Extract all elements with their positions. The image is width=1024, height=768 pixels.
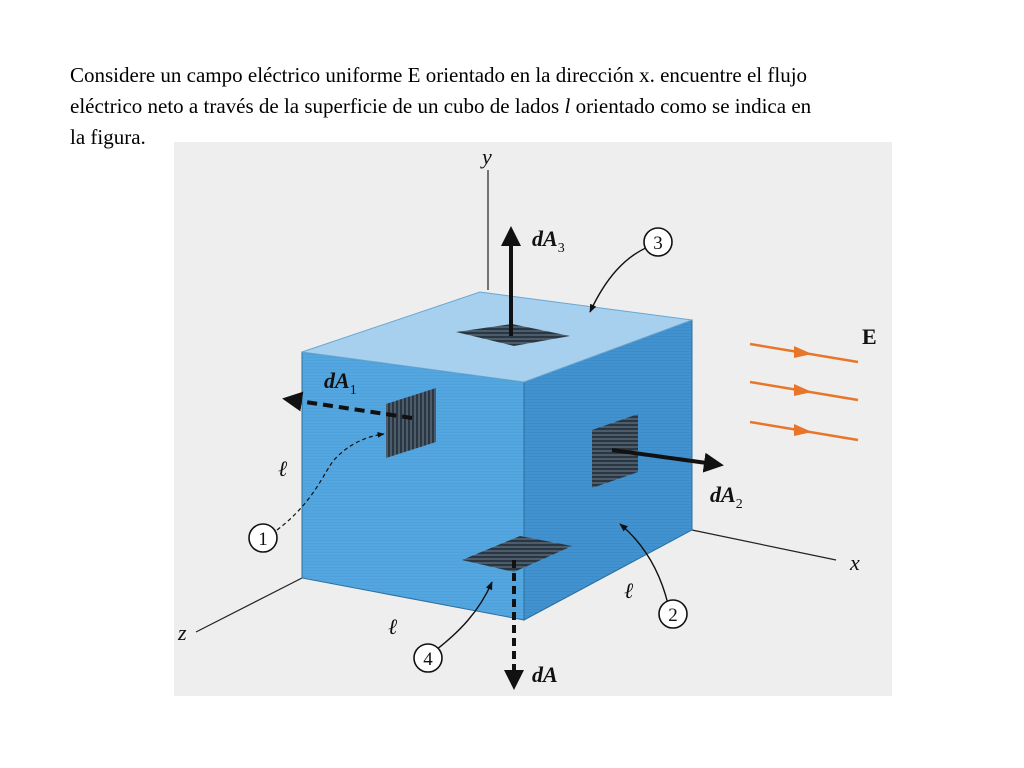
face-marker-1: 1 — [248, 523, 278, 553]
electric-field-arrows — [749, 342, 859, 442]
leader-face-4 — [435, 581, 493, 651]
dA1-label: dA1 — [324, 368, 357, 398]
side-length-label-bottom: ℓ — [388, 614, 398, 639]
field-arrowhead-1 — [794, 346, 812, 358]
leader-face-2 — [619, 523, 669, 605]
area-element-1 — [386, 388, 436, 458]
problem-line-2: eléctrico neto a través de la superficie… — [70, 91, 985, 122]
cube-flux-figure: 3 1 2 4 y x z E dA3 dA1 dA2 dA ℓ ℓ ℓ — [174, 142, 892, 696]
problem-line-1: Considere un campo eléctrico uniforme E … — [70, 63, 808, 87]
dA4-label: dA — [532, 662, 558, 687]
face-marker-2: 2 — [658, 599, 688, 629]
problem-line-2-end: orientado como se indica en — [570, 94, 812, 118]
leader-face-1 — [276, 432, 385, 531]
y-axis-label: y — [480, 144, 492, 169]
side-length-variable: l — [564, 94, 571, 118]
z-axis-label: z — [177, 620, 187, 645]
normal-vector-dA2 — [611, 448, 724, 473]
dA2-label: dA2 — [710, 482, 743, 512]
face-number-3: 3 — [653, 233, 663, 254]
field-arrowhead-3 — [794, 424, 812, 436]
electric-field-label: E — [862, 324, 877, 349]
problem-statement: Considere un campo eléctrico uniforme E … — [70, 60, 985, 153]
area-element-4 — [462, 536, 572, 572]
face-marker-4: 4 — [413, 643, 443, 673]
face-number-1: 1 — [258, 529, 268, 550]
z-axis-line — [195, 577, 303, 633]
face-number-4: 4 — [423, 649, 433, 670]
x-axis-line — [691, 529, 837, 561]
side-length-label-right: ℓ — [624, 578, 634, 603]
face-marker-3: 3 — [643, 227, 673, 257]
side-length-label-left: ℓ — [278, 456, 288, 481]
face-number-2: 2 — [668, 605, 678, 626]
field-arrowhead-2 — [794, 384, 812, 396]
problem-line-2-start: eléctrico neto a través de la superficie… — [70, 94, 565, 118]
problem-line-3: la figura. — [70, 125, 146, 149]
x-axis-label: x — [849, 550, 860, 575]
normal-vector-dA1 — [282, 391, 413, 420]
dA3-label: dA3 — [532, 226, 565, 256]
